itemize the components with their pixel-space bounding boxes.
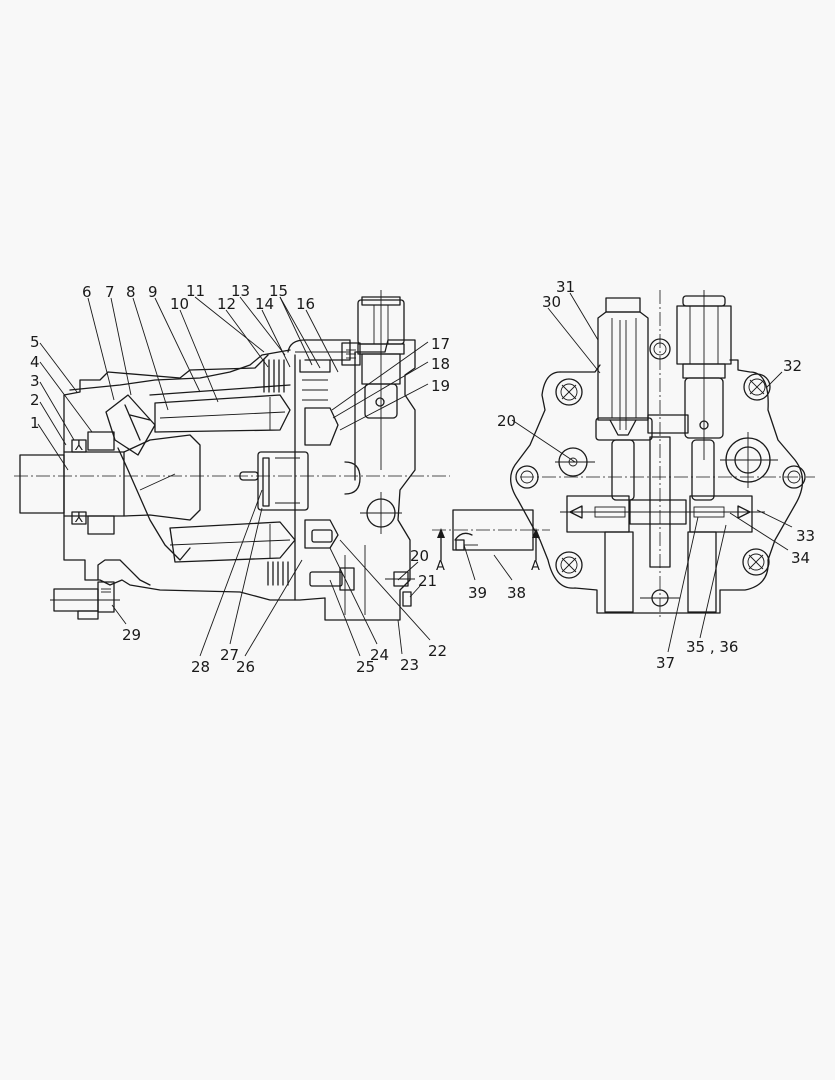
callout-28: 28	[191, 658, 210, 676]
callout-14: 14	[255, 295, 274, 313]
mounting-bolt	[555, 551, 583, 579]
callout-3: 3	[30, 372, 40, 390]
callout-9: 9	[148, 283, 158, 301]
callout-37: 37	[656, 654, 675, 672]
callout-30: 30	[542, 293, 561, 311]
callout-1: 1	[30, 414, 40, 432]
callout-24: 24	[370, 646, 389, 664]
callout-6: 6	[82, 283, 92, 301]
callout-21: 21	[418, 572, 437, 590]
relief-valve-cartridge	[595, 297, 653, 441]
section-marker-left: A	[436, 559, 445, 574]
callout-10: 10	[170, 295, 189, 313]
svg-text:⅄: ⅄	[74, 439, 83, 454]
section-marker-right: A	[531, 559, 540, 574]
callout-16: 16	[296, 295, 315, 313]
solenoid-valve-end	[676, 290, 732, 460]
brake-discs-lower	[267, 561, 289, 586]
callout-22: 22	[428, 642, 447, 660]
callout-2: 2	[30, 391, 40, 409]
drain-fitting-29	[50, 559, 151, 620]
callout-33: 33	[796, 527, 815, 545]
callout-31: 31	[556, 278, 575, 296]
callout-20: 20	[410, 547, 429, 565]
callout-leaders	[37, 292, 793, 657]
callout-35-36: 35 , 36	[686, 638, 738, 656]
callout-39: 39	[468, 584, 487, 602]
mounting-bolt	[742, 548, 770, 576]
callout-27: 27	[220, 646, 239, 664]
callout-38: 38	[507, 584, 526, 602]
callout-7: 7	[105, 283, 115, 301]
top-plug	[649, 338, 671, 360]
section-a-a-view: A A	[432, 509, 550, 574]
callout-17: 17	[431, 335, 450, 353]
callout-34: 34	[791, 549, 810, 567]
solenoid-valve-side	[357, 290, 405, 470]
callout-19: 19	[431, 377, 450, 395]
callout-12: 12	[217, 295, 236, 313]
callout-23: 23	[400, 656, 419, 674]
side-section-view: ⅄ ⅄	[14, 290, 450, 621]
callout-32: 32	[783, 357, 802, 375]
mounting-bolt	[743, 373, 771, 401]
callout-18: 18	[431, 355, 450, 373]
brake-discs-upper	[263, 359, 285, 393]
callout-5: 5	[30, 333, 40, 351]
end-view	[510, 290, 815, 620]
callout-29: 29	[122, 626, 141, 644]
mounting-bolt	[555, 378, 583, 406]
callout-26: 26	[236, 658, 255, 676]
callout-25: 25	[356, 658, 375, 676]
callout-20-end: 20	[497, 412, 516, 430]
svg-text:⅄: ⅄	[74, 511, 83, 526]
callout-labels: 1 2 3 4 5 6 7 8 9 10 11 12 13 14 15 16 1…	[30, 278, 815, 676]
callout-15: 15	[269, 282, 288, 300]
callout-13: 13	[231, 282, 250, 300]
callout-11: 11	[186, 282, 205, 300]
callout-8: 8	[126, 283, 136, 301]
callout-4: 4	[30, 353, 40, 371]
